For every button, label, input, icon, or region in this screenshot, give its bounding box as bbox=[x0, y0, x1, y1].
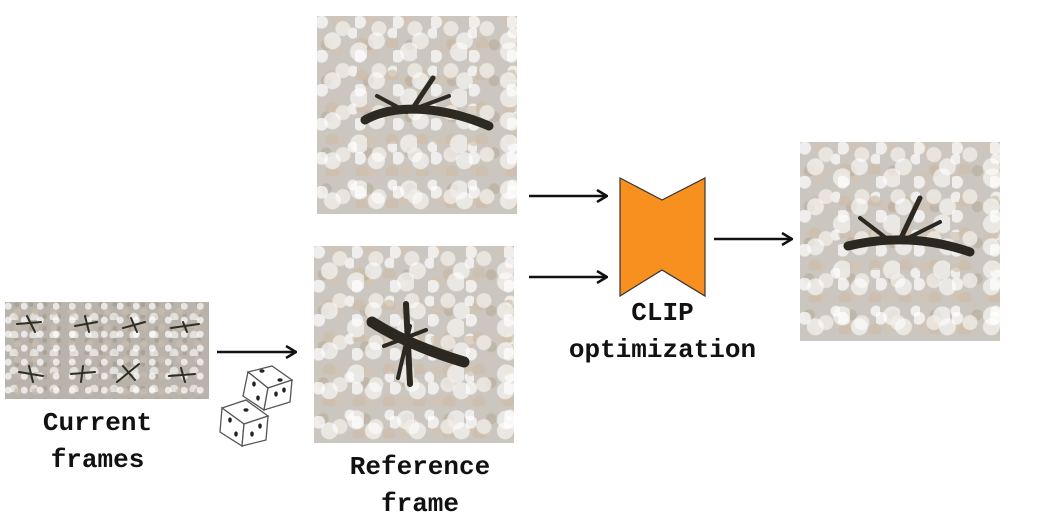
current-frames-image bbox=[5, 302, 209, 399]
reference-frame-label-line1: Reference bbox=[349, 452, 491, 482]
clip-optimization-label-line1: CLIP bbox=[631, 298, 694, 328]
top-image-aircraft bbox=[360, 75, 494, 131]
dice-icon bbox=[219, 365, 294, 448]
current-frames-aircraft bbox=[16, 315, 200, 383]
top-image bbox=[317, 16, 517, 214]
clip-optimization-label: CLIP optimization bbox=[540, 295, 785, 369]
output-image-aircraft bbox=[843, 195, 975, 257]
current-frames-label: Current frames bbox=[15, 405, 180, 479]
reference-frame-label: Reference frame bbox=[325, 449, 515, 523]
reference-frame-aircraft bbox=[366, 301, 470, 387]
clip-block-icon bbox=[619, 177, 706, 298]
output-image bbox=[800, 142, 1000, 341]
clip-optimization-label-line2: optimization bbox=[568, 335, 757, 365]
reference-frame-label-line2: frame bbox=[380, 489, 459, 519]
current-frames-label-line2: frames bbox=[50, 445, 145, 475]
reference-frame-image bbox=[314, 246, 514, 443]
current-frames-label-line1: Current bbox=[42, 408, 153, 438]
